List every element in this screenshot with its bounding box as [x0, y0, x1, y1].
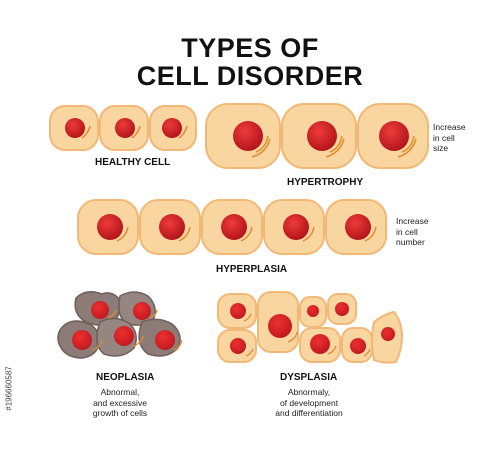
- dysplasia-label: DYSPLASIA: [280, 372, 338, 383]
- hypertrophy-cell: [281, 103, 357, 169]
- neoplasia-label: NEOPLASIA: [96, 372, 155, 383]
- dysplasia-caption: Abnormaly, of development and differenti…: [275, 387, 343, 418]
- hypertrophy-cell: [357, 103, 429, 169]
- hypertrophy-cell: [205, 103, 281, 169]
- dysplasia-cells: [217, 291, 404, 364]
- hypertrophy-label: HYPERTROPHY: [287, 177, 364, 188]
- hypertrophy-cells: [205, 103, 429, 169]
- hyperplasia-cell: [139, 199, 201, 255]
- page-title-line2: CELL DISORDER: [136, 61, 364, 91]
- healthy-cell: [149, 105, 197, 151]
- hyperplasia-cell: [325, 199, 387, 255]
- hypertrophy-note: Increase in cell size: [433, 122, 466, 153]
- healthy-cells: [49, 105, 197, 151]
- hyperplasia-cell: [263, 199, 325, 255]
- neoplasia-caption: Abnormal, and excessive growth of cells: [92, 387, 148, 418]
- hyperplasia-cell: [201, 199, 263, 255]
- stock-id-watermark: #196660587: [4, 366, 14, 411]
- hyperplasia-cells: [77, 199, 387, 255]
- hyperplasia-label: HYPERPLASIA: [216, 264, 288, 275]
- healthy-cell: [99, 105, 149, 151]
- page-title-line1: TYPES OF: [181, 33, 319, 63]
- healthy-cell: [49, 105, 99, 151]
- healthy-cell-label: HEALTHY CELL: [95, 157, 171, 168]
- hyperplasia-cell: [77, 199, 139, 255]
- hyperplasia-note: Increase in cell number: [396, 216, 429, 247]
- neoplasia-cells: [57, 291, 183, 359]
